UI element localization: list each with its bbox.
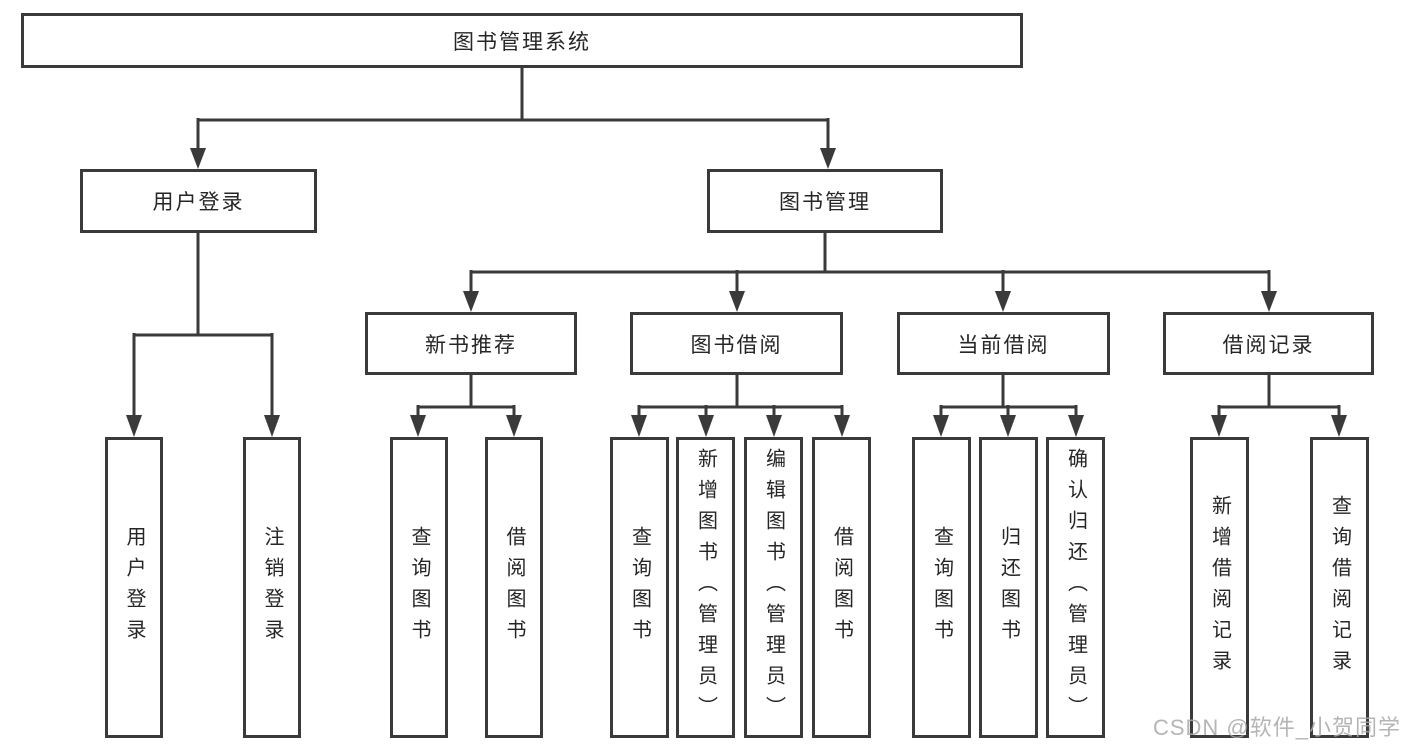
connector-borrow-record-branch xyxy=(1211,375,1347,437)
node-label: 图书管理系统 xyxy=(453,30,591,54)
leaf-borrow-books-2: 借阅图书 xyxy=(812,437,871,738)
node-label: 借阅图书 xyxy=(830,525,853,650)
node-label: 借阅记录 xyxy=(1222,333,1315,357)
node-label: 编辑图书（管理员） xyxy=(762,448,785,727)
leaf-user-login: 用户登录 xyxy=(105,437,163,738)
node-label: 注销登录 xyxy=(261,525,283,650)
leaf-query-borrow-record: 查询借阅记录 xyxy=(1310,437,1369,738)
node-label: 归还图书 xyxy=(997,525,1020,650)
leaf-query-books-1: 查询图书 xyxy=(390,437,448,738)
connector-book-borrow-branch xyxy=(631,375,850,437)
node-label: 当前借阅 xyxy=(957,333,1050,357)
node-label: 图书借阅 xyxy=(690,333,783,357)
connector-current-borrow-branch xyxy=(933,375,1084,437)
node-book-management: 图书管理 xyxy=(707,169,943,233)
leaf-confirm-return-admin: 确认归还（管理员） xyxy=(1046,437,1105,738)
leaf-add-book-admin: 新增图书（管理员） xyxy=(676,437,735,738)
leaf-edit-book-admin: 编辑图书（管理员） xyxy=(744,437,803,738)
leaf-logout: 注销登录 xyxy=(243,437,301,738)
node-label: 新增图书（管理员） xyxy=(694,448,717,727)
node-borrow-record: 借阅记录 xyxy=(1163,312,1374,375)
leaf-borrow-books-1: 借阅图书 xyxy=(485,437,543,738)
connector-new-book-branch xyxy=(410,375,522,437)
leaf-add-borrow-record: 新增借阅记录 xyxy=(1190,437,1249,738)
connector-user-login-branch xyxy=(126,233,280,437)
node-label: 用户登录 xyxy=(123,525,145,650)
node-label: 新增借阅记录 xyxy=(1208,494,1231,681)
connector-book-mgmt-to-level3 xyxy=(463,233,1277,312)
node-label: 借阅图书 xyxy=(503,525,525,650)
leaf-query-books-3: 查询图书 xyxy=(912,437,971,738)
leaf-query-books-2: 查询图书 xyxy=(610,437,669,738)
node-current-borrow: 当前借阅 xyxy=(897,312,1110,375)
node-label: 查询图书 xyxy=(930,525,953,650)
node-label: 图书管理 xyxy=(779,191,871,214)
node-book-borrow: 图书借阅 xyxy=(630,312,843,375)
node-label: 新书推荐 xyxy=(425,333,517,357)
connector-root-to-level2 xyxy=(190,68,836,169)
node-new-book-recommend: 新书推荐 xyxy=(365,312,577,375)
node-label: 用户登录 xyxy=(152,191,245,214)
node-label: 查询图书 xyxy=(628,525,651,650)
node-root-system: 图书管理系统 xyxy=(21,13,1023,68)
node-label: 查询图书 xyxy=(408,525,430,650)
node-label: 查询借阅记录 xyxy=(1328,494,1351,681)
node-user-login: 用户登录 xyxy=(80,169,317,233)
node-label: 确认归还（管理员） xyxy=(1064,448,1087,727)
csdn-watermark: CSDN @软件_小贺同学 xyxy=(1152,715,1401,740)
leaf-return-book: 归还图书 xyxy=(979,437,1038,738)
